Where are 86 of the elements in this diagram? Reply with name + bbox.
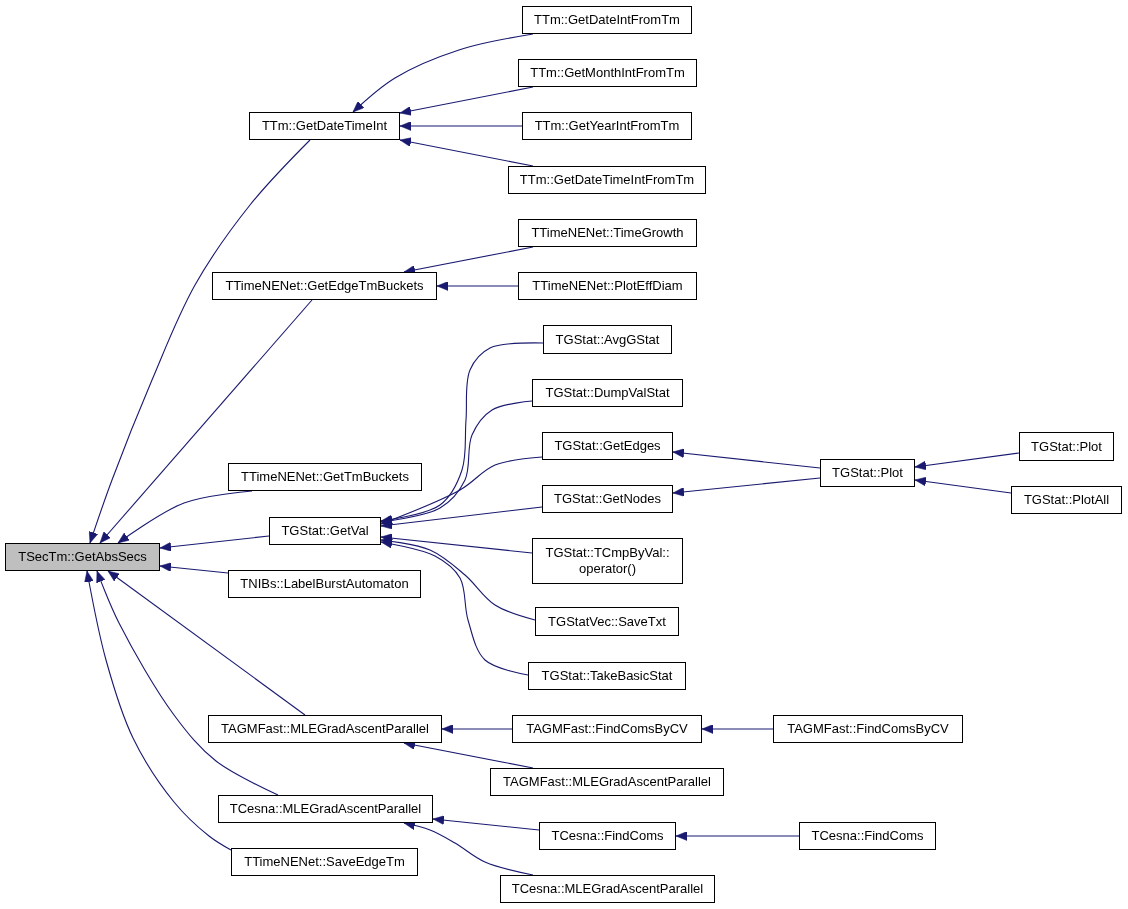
function-name: TTimeNENet::SaveEdgeTm (244, 854, 405, 870)
function-box (539, 822, 676, 850)
function-name: TCesna::FindComs (811, 828, 924, 844)
function-name: TTm::GetDateIntFromTm (534, 12, 680, 28)
call-arrow (672, 448, 821, 469)
function-name: TAGMFast::FindComsByCV (526, 721, 688, 737)
function-name: TGStat::Plot (1031, 438, 1102, 455)
function-name: TTimeNENet::TimeGrowth (531, 225, 684, 241)
call-arrow (159, 535, 270, 552)
call-arrow (380, 506, 543, 530)
function-box (820, 459, 915, 487)
call-arrow (89, 139, 311, 544)
function-box (218, 795, 433, 823)
function-name: TTm::GetDateTimeIntFromTm (519, 172, 695, 188)
function-box (532, 379, 683, 407)
call-arrow (436, 281, 519, 291)
function-name: TCesna::MLEGradAscentParallel (511, 881, 704, 897)
function-box (518, 59, 697, 87)
function-box (542, 485, 673, 513)
function-name: TTimeNENet::GetEdgeTmBuckets (225, 278, 424, 294)
call-arrow (432, 815, 540, 831)
function-box (1019, 432, 1114, 461)
call-arrow (399, 121, 523, 131)
call-arrow (399, 86, 534, 116)
call-arrow (914, 452, 1020, 471)
function-box (535, 607, 679, 636)
highlighted-function-box (5, 543, 160, 571)
call-arrow (84, 570, 232, 851)
function-name: TSecTm::GetAbsSecs (18, 549, 147, 565)
call-arrow (399, 137, 534, 167)
call-arrow (107, 570, 306, 716)
call-arrow (672, 477, 821, 497)
function-box (208, 715, 442, 743)
function-box (212, 272, 437, 300)
function-name: TGStat::GetVal (281, 523, 369, 539)
function-name: TNIBs::LabelBurstAutomaton (240, 576, 409, 592)
function-box (532, 538, 683, 584)
call-arrow (159, 562, 229, 574)
function-name: TGStat::TCmpByVal:: operator() (544, 545, 671, 577)
function-box (1011, 486, 1122, 514)
function-box (231, 848, 418, 876)
function-box (542, 432, 673, 460)
function-name: TCesna::FindComs (551, 828, 664, 844)
function-box (518, 219, 697, 247)
function-name: TTimeNENet::GetTmBuckets (241, 469, 409, 485)
function-box (228, 463, 422, 491)
call-arrow (441, 724, 513, 734)
function-box (508, 166, 706, 194)
function-name: TAGMFast::MLEGradAscentParallel (221, 721, 429, 737)
function-name: TGStat::PlotAll (1023, 492, 1110, 508)
function-name: TGStat::GetNodes (554, 491, 661, 507)
function-name: TTm::GetDateTimeInt (261, 118, 388, 134)
function-box (512, 715, 702, 743)
function-name: TGStat::TakeBasicStat (541, 668, 673, 684)
function-box (249, 112, 400, 140)
function-box (518, 272, 697, 300)
function-box (228, 570, 421, 598)
call-arrow (914, 476, 1012, 494)
function-name: TGStat::DumpValStat (545, 385, 670, 401)
call-arrow (96, 570, 279, 796)
function-box (522, 112, 692, 140)
function-box (490, 768, 724, 796)
call-arrow (380, 456, 543, 525)
function-box (500, 875, 715, 903)
function-name: TCesna::MLEGradAscentParallel (229, 801, 422, 817)
call-arrow (99, 299, 313, 544)
function-name: TTimeNENet::PlotEffDiam (532, 278, 683, 294)
call-arrow (380, 539, 529, 676)
function-name: TAGMFast::FindComsByCV (787, 721, 949, 737)
call-arrow (380, 533, 533, 554)
call-arrow (675, 831, 800, 841)
function-box (269, 517, 381, 545)
function-box (522, 6, 692, 34)
function-box (528, 662, 686, 690)
function-box (773, 715, 963, 743)
function-name: TTm::GetYearIntFromTm (534, 118, 680, 134)
function-name: TTm::GetMonthIntFromTm (530, 65, 685, 81)
function-name: TGStat::GetEdges (554, 438, 661, 454)
function-name: TGStat::Plot (832, 465, 903, 481)
function-box (543, 325, 672, 354)
function-box (799, 822, 936, 850)
function-name: TGStatVec::SaveTxt (548, 613, 666, 630)
function-name: TGStat::AvgGStat (555, 331, 660, 348)
call-arrow (701, 724, 774, 734)
function-name: TAGMFast::MLEGradAscentParallel (503, 774, 711, 790)
call-arrow (380, 536, 536, 621)
